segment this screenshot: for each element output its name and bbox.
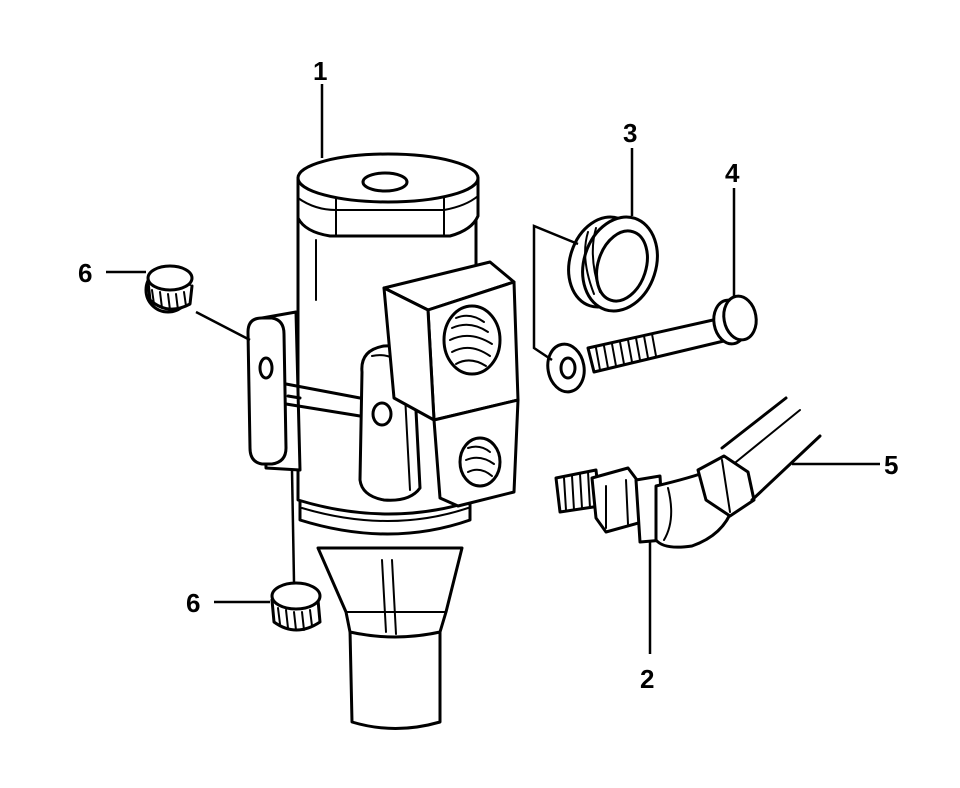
callout-6-lower: 6 (186, 588, 200, 618)
left-lug-bracket (246, 310, 362, 472)
elbow-fitting (554, 454, 756, 549)
leader-lines (106, 84, 880, 654)
callout-1: 1 (313, 56, 327, 86)
callout-2: 2 (640, 664, 654, 694)
callout-5: 5 (884, 450, 898, 480)
callout-3: 3 (623, 118, 637, 148)
washer (546, 342, 586, 394)
sleeve-ring (567, 215, 659, 313)
plug-lower (270, 581, 322, 632)
bolt (586, 294, 758, 374)
callout-4: 4 (725, 158, 740, 188)
plug-upper (144, 264, 194, 314)
side-port-block (382, 260, 520, 508)
callout-6-upper: 6 (78, 258, 92, 288)
hose (720, 396, 822, 502)
